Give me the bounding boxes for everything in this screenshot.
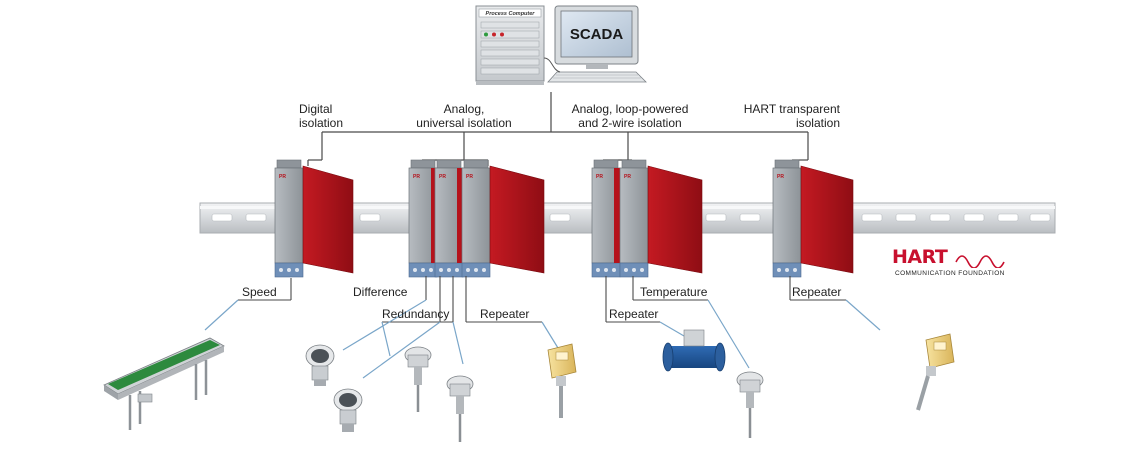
brand-label: PR: [279, 174, 286, 180]
category-analog-line1: Analog,: [444, 102, 485, 116]
scada-label: SCADA: [570, 26, 624, 43]
process-computer-label: Process Computer: [486, 11, 536, 17]
category-loop-line1: Analog, loop-powered: [572, 102, 689, 116]
temperature-sensor-3: [736, 371, 764, 438]
category-digital-line2: isolation: [299, 116, 343, 130]
temperature-sensor-1: [404, 346, 432, 412]
module-hart: PR: [772, 159, 854, 278]
scada-monitor: SCADA: [543, 5, 647, 83]
label-speed: Speed: [242, 285, 277, 299]
module-loop-1: PR: [591, 159, 621, 278]
label-repeater-1: Repeater: [480, 307, 529, 321]
module-analog-3: PR: [461, 159, 545, 278]
category-hart-line1: HART transparent: [744, 102, 841, 116]
label-repeater-3: Repeater: [792, 285, 841, 299]
pressure-transmitter-2: [333, 388, 363, 432]
top-bus: [307, 92, 809, 166]
signal-lines: [204, 299, 881, 379]
category-loop-line2: and 2-wire isolation: [578, 116, 681, 130]
brand-label: PR: [624, 174, 631, 180]
level-transmitter-2: [916, 333, 955, 411]
module-digital: PR: [274, 159, 354, 278]
category-digital-line1: Digital: [299, 102, 332, 116]
field-connections: [238, 276, 846, 323]
category-labels: Digital isolation Analog, universal isol…: [299, 102, 841, 130]
label-temperature: Temperature: [640, 285, 708, 299]
module-analog-1: PR: [408, 159, 438, 278]
brand-label: PR: [439, 174, 446, 180]
label-difference: Difference: [353, 285, 408, 299]
process-computer: Process Computer: [475, 5, 545, 85]
temperature-sensor-2: [446, 375, 474, 442]
conveyor-belt: [103, 337, 225, 430]
hart-logo: HART COMMUNICATION FOUNDATION: [892, 246, 1022, 280]
pressure-transmitter-1: [305, 344, 335, 386]
label-repeater-2: Repeater: [609, 307, 658, 321]
level-transmitter-1: [547, 343, 577, 418]
hart-wave-icon: [955, 255, 1005, 268]
brand-label: PR: [596, 174, 603, 180]
module-analog-2: PR: [434, 159, 464, 278]
module-loop-2: PR: [619, 159, 703, 278]
category-analog-line2: universal isolation: [416, 116, 511, 130]
function-labels: Speed Difference Redundancy Repeater Rep…: [242, 285, 841, 321]
category-hart-line2: isolation: [796, 116, 840, 130]
brand-label: PR: [777, 174, 784, 180]
hart-wordmark: HART: [892, 246, 948, 268]
brand-label: PR: [466, 174, 473, 180]
hart-foundation-label: COMMUNICATION FOUNDATION: [895, 270, 1005, 277]
brand-label: PR: [413, 174, 420, 180]
label-redundancy: Redundancy: [382, 307, 449, 321]
flow-meter: [662, 329, 726, 372]
isolation-modules: PR PR PR PR PR PR PR: [274, 159, 854, 278]
